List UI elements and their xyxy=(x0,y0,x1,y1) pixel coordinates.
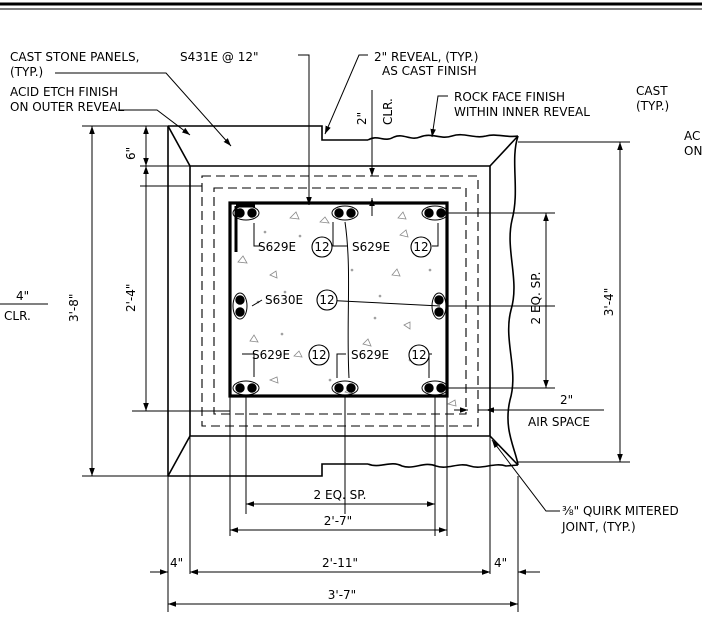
note-rock-face-2: WITHIN INNER REVEAL xyxy=(454,105,590,119)
bottom-dimension-lines xyxy=(150,396,540,612)
dim-eq-sp-vert: 2 EQ. SP. xyxy=(529,272,543,325)
rebar-bot-right xyxy=(421,380,449,396)
dim-height-outer: 3'-8" xyxy=(67,294,81,322)
note-clr-2in-a: 2" xyxy=(355,112,369,125)
bar-count-bottom-left: 12 xyxy=(311,348,326,362)
dim-eq-sp-horiz: 2 EQ. SP. xyxy=(314,488,367,502)
note-clr-4in-b: CLR. xyxy=(4,309,31,323)
note-air-space-a: 2" xyxy=(560,393,573,407)
note-acid-etch-2: ON OUTER REVEAL xyxy=(10,100,124,114)
note-cut-cast: CAST xyxy=(636,84,668,98)
bar-count-bottom-right: 12 xyxy=(411,348,426,362)
note-reveal-2: AS CAST FINISH xyxy=(382,64,477,78)
quirk-leader xyxy=(491,439,560,512)
bar-label-bottom-right: S629E xyxy=(351,348,389,362)
bar-count-circle xyxy=(311,236,333,258)
dim-height-right: 3'-4" xyxy=(602,288,616,316)
rebar-top-right xyxy=(421,205,449,221)
note-cut-ac: AC xyxy=(684,129,700,143)
dim-six-in: 6" xyxy=(124,147,138,160)
bar-count-circle xyxy=(316,289,338,311)
rebar-bot-left xyxy=(232,380,260,396)
left-dimension-lines xyxy=(0,125,230,477)
concrete-core xyxy=(228,201,449,398)
rebar-mid-left xyxy=(232,292,248,320)
note-leaders xyxy=(55,54,448,205)
dim-width-3-7: 3'-7" xyxy=(328,588,356,602)
note-reveal-1: 2" REVEAL, (TYP.) xyxy=(374,50,478,64)
rebar-bot-mid xyxy=(331,380,359,396)
bar-label-top-left: S629E xyxy=(258,240,296,254)
note-tie-spacing: S431E @ 12" xyxy=(180,50,259,64)
reveal-dashed-lines xyxy=(201,175,479,427)
bar-label-top-right: S629E xyxy=(352,240,390,254)
note-cut-typ: (TYP.) xyxy=(636,99,669,113)
note-quirk-1: ⅜" QUIRK MITERED xyxy=(562,504,679,518)
note-air-space-b: AIR SPACE xyxy=(528,415,590,429)
bar-count-circle xyxy=(410,236,432,258)
dim-width-2-11: 2'-11" xyxy=(322,556,358,570)
dim-four-in-right: 4" xyxy=(494,556,507,570)
note-acid-etch-1: ACID ETCH FINISH xyxy=(10,85,118,99)
dim-width-2-7: 2'-7" xyxy=(324,514,352,528)
bar-count-top-left: 12 xyxy=(314,240,329,254)
note-rock-face-1: ROCK FACE FINISH xyxy=(454,90,565,104)
bar-count-circle xyxy=(308,344,330,366)
dim-four-in-left: 4" xyxy=(170,556,183,570)
rebar-callout-leaders xyxy=(242,222,439,378)
bar-label-bottom-left: S629E xyxy=(252,348,290,362)
note-cast-stone-panels: CAST STONE PANELS, xyxy=(10,50,139,64)
rebar-top-mid xyxy=(331,205,359,221)
rebar-pairs xyxy=(232,205,449,396)
bar-count-circle xyxy=(408,344,430,366)
bar-count-middle: 12 xyxy=(319,293,334,307)
note-typ: (TYP.) xyxy=(10,65,43,79)
rebar-mid-right xyxy=(431,292,447,320)
note-clr-2in-b: CLR. xyxy=(381,98,395,125)
note-clr-4in-a: 4" xyxy=(16,289,29,303)
right-dimension-lines xyxy=(447,141,630,463)
bar-count-top-right: 12 xyxy=(413,240,428,254)
note-cut-on: ON xyxy=(684,144,702,158)
bar-label-middle: S630E xyxy=(265,293,303,307)
note-quirk-2: JOINT, (TYP.) xyxy=(561,520,636,534)
dim-height-inner: 2'-4" xyxy=(124,284,138,312)
drawing-border xyxy=(0,2,702,10)
rebar-top-left xyxy=(232,205,260,221)
cast-stone-panel-outline xyxy=(167,125,519,477)
